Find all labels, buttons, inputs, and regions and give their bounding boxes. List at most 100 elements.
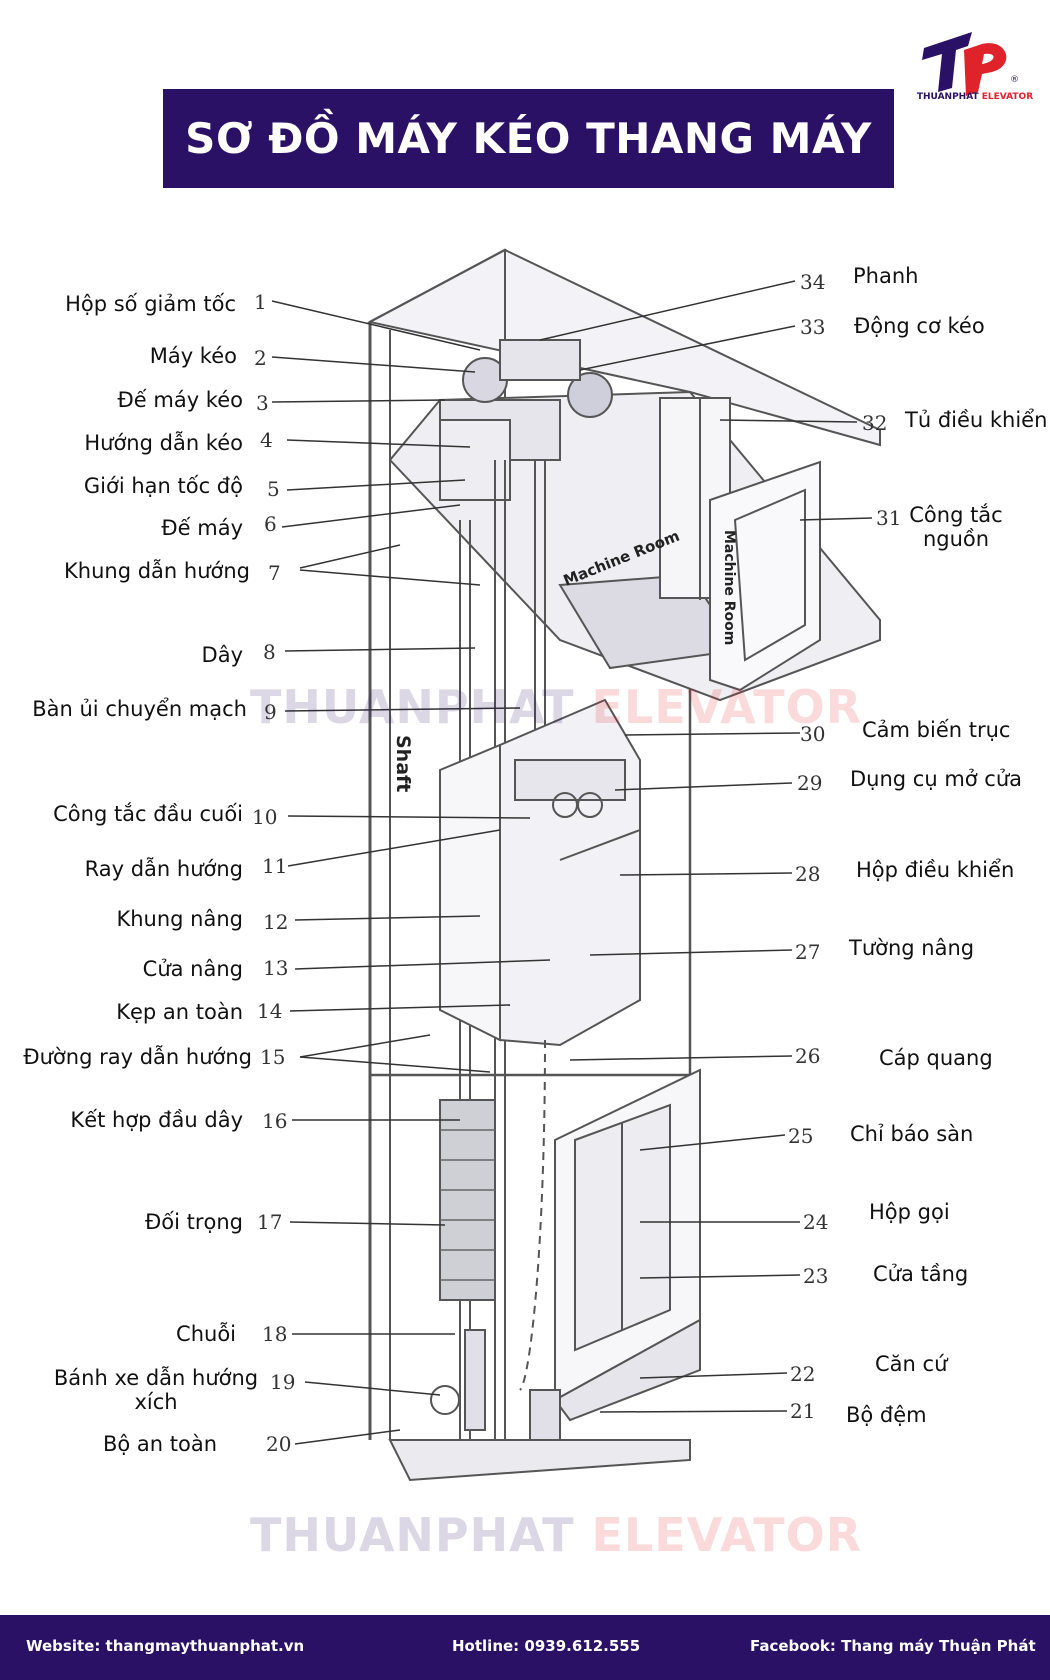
label-6-text: Đế máy — [161, 516, 243, 540]
label-2-num: 2 — [254, 346, 267, 370]
buffer — [529, 1389, 561, 1441]
label-11-num: 11 — [262, 854, 288, 878]
label-2-text: Máy kéo — [149, 344, 237, 368]
label-33-num: 33 — [800, 315, 826, 339]
label-29-num: 29 — [797, 771, 823, 795]
label-11-text: Ray dẫn hướng — [84, 857, 243, 881]
label-3-text: Đế máy kéo — [117, 388, 243, 412]
label-32-text: Tủ điều khiển — [905, 408, 1048, 432]
label-12-text: Khung nâng — [116, 907, 243, 931]
label-34-text: Phanh — [853, 264, 919, 288]
label-4-text: Hướng dẫn kéo — [84, 431, 243, 455]
label-31-text: Công tắc nguồn — [909, 503, 1003, 552]
label-16-num: 16 — [262, 1109, 288, 1133]
label-30-num: 30 — [800, 722, 826, 746]
pit-floor — [388, 1439, 691, 1482]
motor-body — [499, 339, 581, 381]
label-23-num: 23 — [803, 1264, 829, 1288]
label-8-text: Dây — [201, 643, 243, 667]
label-19-num: 19 — [270, 1370, 296, 1394]
label-19-text: Bánh xe dẫn hướng xích — [53, 1366, 259, 1415]
leader-lines — [271, 300, 551, 1445]
label-30-text: Cảm biến trục — [862, 718, 1011, 742]
label-29-text: Dụng cụ mở cửa — [850, 767, 1023, 791]
label-7-text: Khung dẫn hướng — [64, 559, 250, 583]
watermark-bottom-b: ELEVATOR — [591, 1508, 863, 1562]
shaft-label: Shaft — [392, 735, 414, 792]
label-6-num: 6 — [264, 512, 277, 536]
logo-wordmark: THUANPHAT ELEVATOR — [912, 92, 1038, 102]
watermark-bottom-a: THUANPHAT — [250, 1508, 575, 1562]
label-8-num: 8 — [263, 640, 276, 664]
label-15-num: 15 — [260, 1045, 286, 1069]
label-26-num: 26 — [795, 1044, 821, 1068]
label-16-text: Kết hợp đầu dây — [70, 1108, 243, 1132]
label-25-text: Chỉ báo sàn — [850, 1122, 974, 1146]
label-13-text: Cửa nâng — [142, 957, 243, 981]
watermark-top-a: THUANPHAT — [250, 680, 575, 734]
label-10-num: 10 — [252, 805, 278, 829]
label-33-text: Động cơ kéo — [854, 314, 985, 338]
label-34-num: 34 — [800, 270, 826, 294]
label-12-num: 12 — [263, 910, 289, 934]
label-17-text: Đối trọng — [145, 1210, 243, 1234]
footer-facebook[interactable]: Facebook: Thang máy Thuận Phát — [750, 1637, 1036, 1655]
label-23-text: Cửa tầng — [873, 1262, 969, 1286]
label-22-text: Căn cứ — [875, 1352, 948, 1376]
label-17-num: 17 — [257, 1210, 283, 1234]
footer-website[interactable]: Website: thangmaythuanphat.vn — [26, 1637, 305, 1655]
label-13-num: 13 — [263, 956, 289, 980]
label-4-num: 4 — [260, 428, 273, 452]
label-28-text: Hộp điều khiển — [856, 858, 1015, 882]
counterweight — [439, 1099, 496, 1301]
label-14-text: Kẹp an toàn — [116, 1000, 243, 1024]
label-21-num: 21 — [790, 1399, 816, 1423]
brake-drum — [567, 372, 613, 418]
label-32-num: 32 — [862, 411, 888, 435]
label-26-text: Cáp quang — [879, 1046, 993, 1070]
label-28-num: 28 — [795, 862, 821, 886]
sill — [553, 1318, 701, 1422]
label-5-text: Giới hạn tốc độ — [83, 474, 243, 498]
page-title: SƠ ĐỒ MÁY KÉO THANG MÁY — [163, 89, 894, 188]
label-9-num: 9 — [264, 700, 277, 724]
label-5-num: 5 — [267, 477, 280, 501]
watermark-bottom: THUANPHAT ELEVATOR — [250, 1508, 862, 1562]
label-18-num: 18 — [262, 1322, 288, 1346]
watermark-top-b: ELEVATOR — [591, 680, 863, 734]
label-3-num: 3 — [256, 391, 269, 415]
label-14-num: 14 — [257, 999, 283, 1023]
machine-room-label-2: Machine Room — [721, 530, 737, 645]
label-20-text: Bộ an toàn — [102, 1432, 217, 1456]
machine-room-roof — [367, 248, 881, 447]
footer-bar: Website: thangmaythuanphat.vn Hotline: 0… — [0, 1615, 1050, 1680]
tension-pulley — [464, 1329, 486, 1431]
speed-limiter-box — [439, 419, 511, 501]
car-frame — [499, 698, 641, 1047]
guide-wheel — [430, 1385, 460, 1415]
label-31-num: 31 — [876, 506, 902, 530]
elevator-diagram: Machine Room Machine Room Shaft — [271, 248, 881, 1482]
label-24-text: Hộp gọi — [869, 1200, 950, 1224]
label-7-num: 7 — [268, 561, 281, 585]
label-22-num: 22 — [790, 1362, 816, 1386]
registered-mark: ® — [1010, 75, 1019, 85]
door-opening — [733, 488, 806, 662]
label-18-text: Chuỗi — [176, 1322, 236, 1346]
label-25-num: 25 — [788, 1124, 814, 1148]
label-20-num: 20 — [266, 1432, 292, 1456]
car-side — [439, 743, 501, 1042]
thuanphat-logo: ® — [922, 32, 1019, 96]
label-24-num: 24 — [803, 1210, 829, 1234]
label-27-text: Tường nâng — [849, 936, 975, 960]
label-21-text: Bộ đệm — [846, 1403, 927, 1427]
label-1-num: 1 — [254, 290, 267, 314]
label-1-text: Hộp số giảm tốc — [65, 292, 236, 316]
logo-text-a: THUANPHAT — [916, 92, 979, 102]
label-9-text: Bàn ủi chuyển mạch — [32, 697, 247, 721]
label-27-num: 27 — [795, 940, 821, 964]
footer-hotline[interactable]: Hotline: 0939.612.555 — [452, 1637, 641, 1655]
label-10-text: Công tắc đầu cuối — [53, 802, 243, 826]
watermark-top: THUANPHAT ELEVATOR — [250, 680, 862, 734]
logo-text-b: ELEVATOR — [981, 92, 1034, 102]
